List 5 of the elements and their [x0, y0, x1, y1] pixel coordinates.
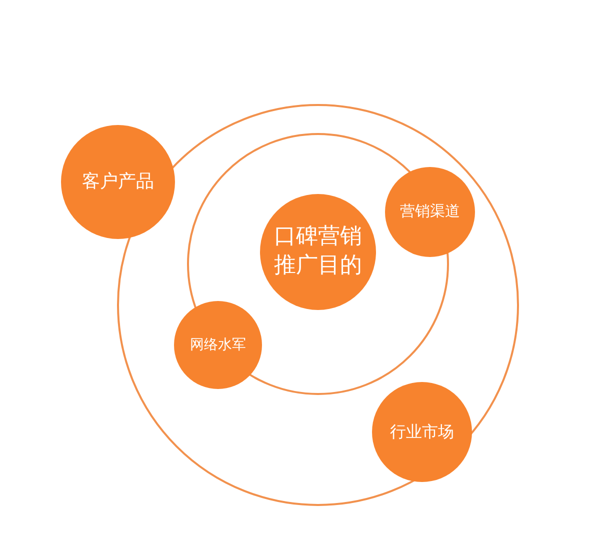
node-label: 行业市场 — [390, 422, 454, 442]
node-label: 客户产品 — [82, 170, 154, 194]
node-label: 营销渠道 — [400, 202, 460, 222]
node-label: 口碑营销推广目的 — [273, 223, 363, 280]
node-label: 网络水军 — [190, 336, 246, 354]
